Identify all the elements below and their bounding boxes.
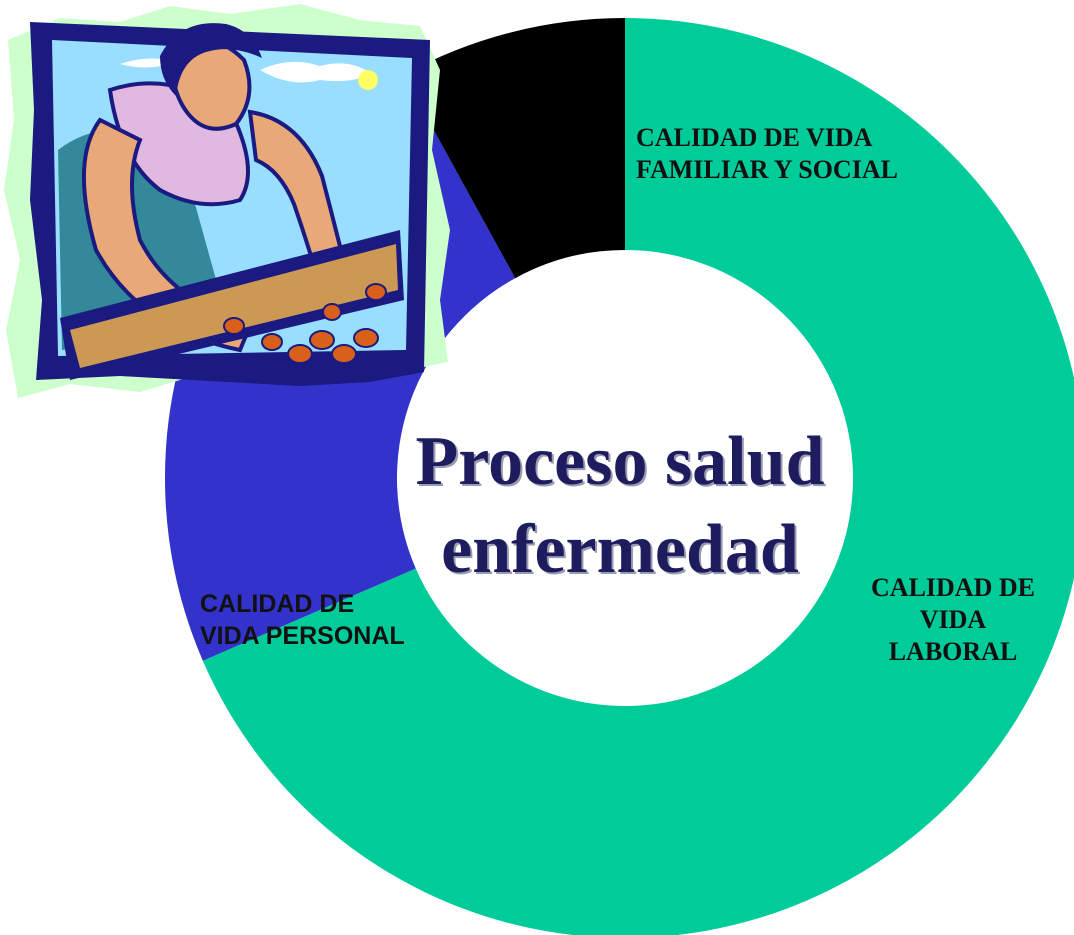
woman-clipart-icon: [4, 4, 450, 398]
donut-segment-familiar: [403, 18, 625, 279]
label-laboral: CALIDAD DE VIDA LABORAL: [838, 572, 1068, 668]
center-title-line-1: Proceso salud: [415, 423, 825, 500]
label-personal-line-2: VIDA PERSONAL: [200, 622, 405, 650]
label-laboral-line-1: CALIDAD DE: [871, 573, 1035, 602]
label-familiar-social: CALIDAD DE VIDA FAMILIAR Y SOCIAL: [636, 122, 898, 186]
label-laboral-line-2: VIDA: [919, 605, 987, 634]
sun-icon: [358, 70, 378, 90]
center-title-line-2: enfermedad: [441, 511, 799, 588]
label-familiar-line-2: FAMILIAR Y SOCIAL: [636, 155, 898, 184]
fruit-icon: [223, 283, 387, 364]
label-laboral-line-3: LABORAL: [888, 637, 1018, 666]
label-personal: CALIDAD DE VIDA PERSONAL: [200, 588, 405, 652]
label-personal-line-1: CALIDAD DE: [200, 590, 355, 618]
label-familiar-line-1: CALIDAD DE VIDA: [636, 123, 873, 152]
center-title: Proceso salud enfermedad: [380, 418, 860, 594]
donut-segment-laboral: [202, 18, 1074, 935]
